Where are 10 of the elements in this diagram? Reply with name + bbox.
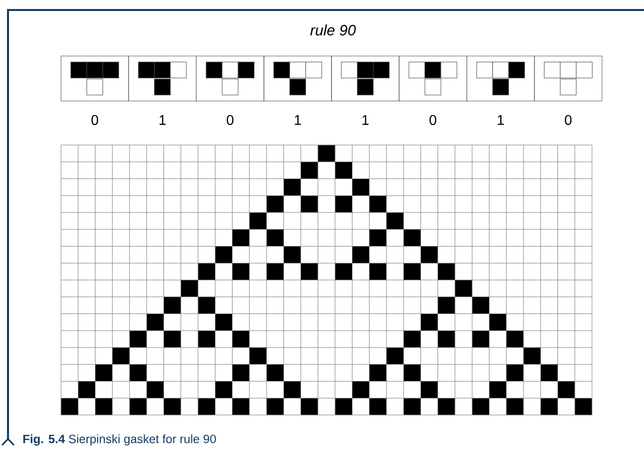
output-digit: 1 <box>362 115 369 125</box>
output-digit: 1 <box>160 115 166 125</box>
output-digit: 0 <box>564 115 572 125</box>
output-digit: 1 <box>498 115 504 125</box>
output-digit: 0 <box>226 115 234 125</box>
output-digit: 0 <box>91 115 98 125</box>
figure-caption: Fig. 5.4 Sierpinski gasket for rule 90 <box>23 434 216 446</box>
diagram-title: rule 90 <box>310 24 356 36</box>
output-digit: 0 <box>430 115 436 125</box>
output-digit: 1 <box>294 115 301 125</box>
